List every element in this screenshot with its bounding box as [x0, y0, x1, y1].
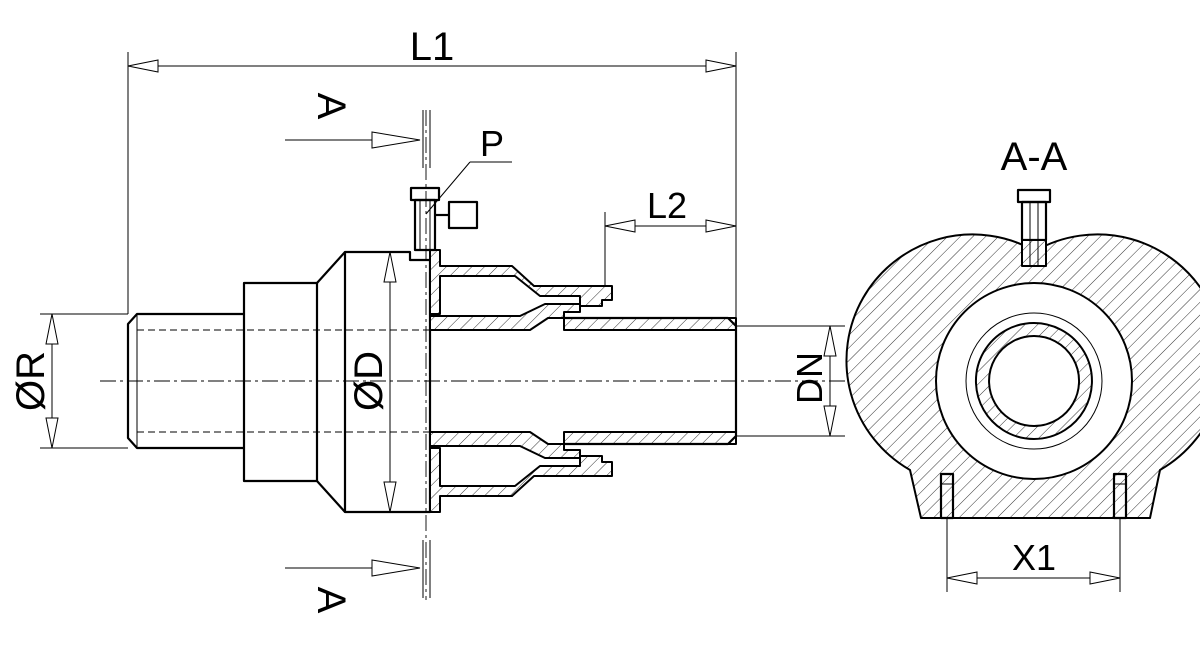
lower-sleeve-section [429, 447, 613, 513]
d-arrow-bottom [383, 481, 397, 513]
d-label: ØD [347, 351, 391, 411]
section-title: A-A [1001, 135, 1068, 179]
section-inner-bore [935, 282, 1133, 480]
section-port-body [1020, 200, 1048, 242]
section-view: A-A X1 [845, 135, 1200, 592]
section-arrow-top-head [371, 131, 421, 149]
main-body [343, 250, 432, 514]
l1-label: L1 [410, 25, 455, 69]
x1-arrow-left [946, 571, 978, 585]
spigot-outline [564, 316, 738, 446]
r-label: ØR [9, 351, 53, 411]
upper-spigot-wall [563, 317, 737, 331]
section-arrow-bottom-head [371, 559, 421, 577]
r-arrow-top [45, 313, 59, 345]
upper-sleeve-section [429, 249, 613, 315]
dn-label: DN [789, 352, 830, 404]
l2-arrow-right [705, 219, 737, 233]
l1-arrow-left [127, 59, 159, 73]
x1-label: X1 [1012, 537, 1056, 578]
l1-arrow-right [705, 59, 737, 73]
dn-arrow-top [823, 325, 837, 357]
upper-liner-section [429, 303, 581, 331]
section-label-bottom: A [309, 587, 353, 614]
section-label-top: A [309, 93, 353, 120]
r-arrow-bottom [45, 417, 59, 449]
section-inner-ring [965, 312, 1103, 450]
shoulder [242, 281, 319, 483]
cone-transition [316, 251, 346, 513]
test-port [409, 186, 479, 252]
dn-arrow-bottom [823, 405, 837, 437]
l2-arrow-left [604, 219, 636, 233]
section-port-neck [1021, 239, 1047, 267]
threaded-end [126, 312, 244, 450]
x1-arrow-right [1089, 571, 1121, 585]
side-view: L1 L2 P A A ØR ØD DN [9, 25, 850, 614]
d-arrow-top [383, 251, 397, 283]
lower-liner-section [429, 431, 581, 459]
p-leader-line [425, 161, 471, 215]
lower-spigot-wall [563, 431, 737, 445]
p-label: P [480, 123, 504, 164]
section-port-cap [1016, 188, 1052, 204]
section-pipe-wall [975, 322, 1093, 440]
l2-label: L2 [647, 185, 687, 226]
